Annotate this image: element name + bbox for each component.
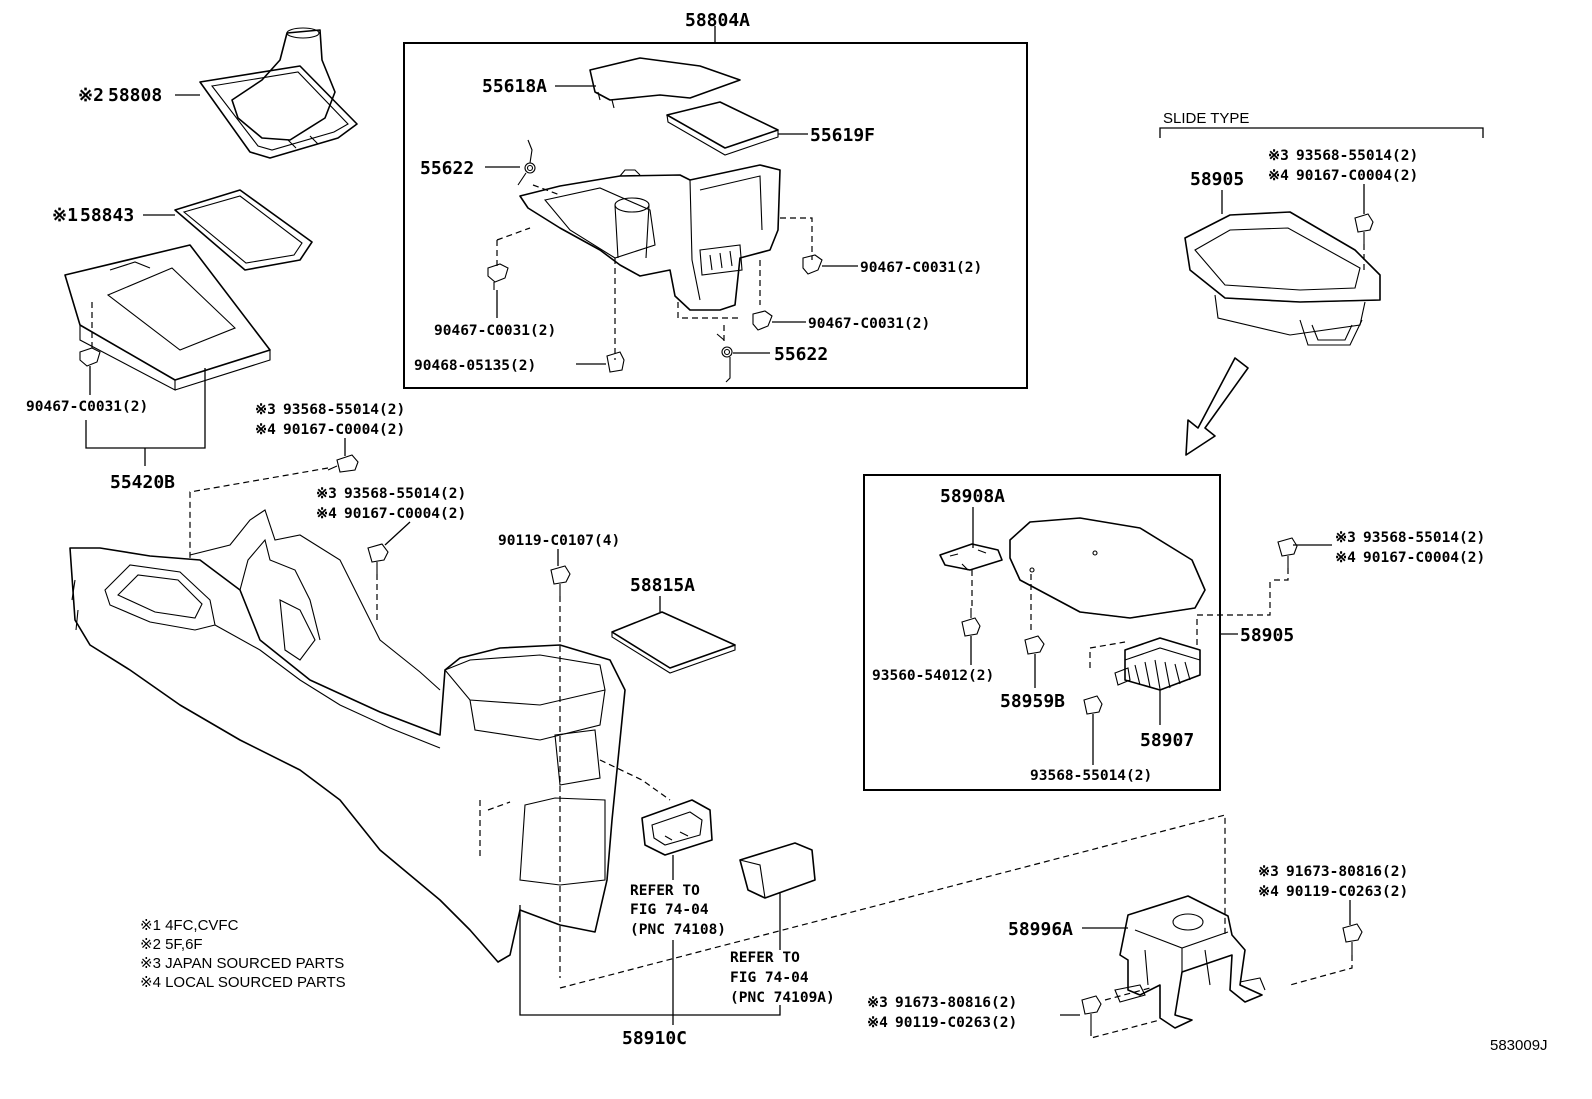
label-refer2-c: (PNC 74109A) bbox=[730, 990, 835, 1006]
label-b1-a: 91673-80816(2) bbox=[1286, 864, 1408, 880]
mark-s2-b: ※4 bbox=[316, 506, 337, 522]
label-58843: 58843 bbox=[80, 205, 134, 226]
label-58910C: 58910C bbox=[622, 1028, 687, 1049]
label-58815A: 58815A bbox=[630, 575, 695, 596]
screw-93568-bot bbox=[1083, 695, 1103, 715]
label-refer2-b: FIG 74-04 bbox=[730, 970, 809, 986]
bolt-b1 bbox=[1342, 923, 1363, 955]
label-clip-box-right2: 90467-C0031(2) bbox=[808, 316, 930, 332]
part-armrest-lid bbox=[1009, 517, 1206, 619]
label-58843-mark: ※1 bbox=[52, 205, 78, 226]
label-58908A: 58908A bbox=[940, 486, 1005, 507]
mark-s1-b: ※4 bbox=[255, 422, 276, 438]
clip-58959B bbox=[1024, 635, 1045, 655]
label-55618A: 55618A bbox=[482, 76, 547, 97]
label-93568-bot: 93568-55014(2) bbox=[1030, 768, 1152, 784]
label-93560: 93560-54012(2) bbox=[872, 668, 994, 684]
label-refer1-a: REFER TO bbox=[630, 883, 700, 899]
mark-b1-b: ※4 bbox=[1258, 884, 1279, 900]
label-bolt-box: 90468-05135(2) bbox=[414, 358, 536, 374]
bolt-mid bbox=[550, 565, 571, 596]
label-s1-a: 93568-55014(2) bbox=[283, 402, 405, 418]
label-clip-box-right: 90467-C0031(2) bbox=[860, 260, 982, 276]
mark-b2-b: ※4 bbox=[867, 1015, 888, 1031]
part-55420B bbox=[64, 244, 271, 391]
note-1: ※1 4FC,CVFC bbox=[140, 917, 239, 934]
mark-b2-a: ※3 bbox=[867, 995, 888, 1011]
mark-rs-a: ※3 bbox=[1335, 530, 1356, 546]
label-refer1-b: FIG 74-04 bbox=[630, 902, 709, 918]
label-slide-type: SLIDE TYPE bbox=[1163, 110, 1249, 127]
part-58996A bbox=[1114, 895, 1266, 1029]
label-s2-a: 93568-55014(2) bbox=[344, 486, 466, 502]
label-58808: 58808 bbox=[108, 85, 162, 106]
part-console-body bbox=[69, 509, 626, 963]
note-4: ※4 LOCAL SOURCED PARTS bbox=[140, 974, 346, 991]
label-rs-a: 93568-55014(2) bbox=[1363, 530, 1485, 546]
mark-s2-a: ※3 bbox=[316, 486, 337, 502]
clip-box-right bbox=[802, 254, 823, 275]
screw-s1 bbox=[327, 454, 359, 473]
clip-box-right2 bbox=[752, 310, 773, 331]
mark-b1-a: ※3 bbox=[1258, 864, 1279, 880]
part-58808 bbox=[199, 27, 358, 159]
clip-box-left bbox=[487, 263, 509, 290]
label-st-a: 93568-55014(2) bbox=[1296, 148, 1418, 164]
screw-rs bbox=[1277, 537, 1298, 568]
label-58905-right: 58905 bbox=[1240, 625, 1294, 646]
part-55618A bbox=[589, 57, 741, 109]
part-refer-74109A bbox=[739, 842, 816, 899]
label-58907: 58907 bbox=[1140, 730, 1194, 751]
bolt-b2 bbox=[1081, 995, 1102, 1030]
box-armrest-parts bbox=[863, 474, 1221, 791]
part-58908A bbox=[939, 543, 1003, 571]
label-58996A: 58996A bbox=[1008, 919, 1073, 940]
part-armrest-slide bbox=[1184, 211, 1381, 346]
label-b2-a: 91673-80816(2) bbox=[895, 995, 1017, 1011]
bolt-box bbox=[606, 351, 625, 373]
label-58959B: 58959B bbox=[1000, 691, 1065, 712]
label-bolt-mid: 90119-C0107(4) bbox=[498, 533, 620, 549]
label-58808-mark: ※2 bbox=[78, 85, 104, 106]
clip-left bbox=[79, 347, 101, 367]
mark-st-b: ※4 bbox=[1268, 168, 1289, 184]
figure-code: 583009J bbox=[1490, 1037, 1548, 1054]
label-b2-b: 90119-C0263(2) bbox=[895, 1015, 1017, 1031]
screw-s2 bbox=[367, 543, 389, 574]
label-58804A: 58804A bbox=[685, 10, 750, 31]
label-55622-top: 55622 bbox=[420, 158, 474, 179]
part-55622-top bbox=[517, 139, 536, 186]
mark-st-a: ※3 bbox=[1268, 148, 1289, 164]
part-58907 bbox=[1114, 637, 1201, 691]
label-58905-top: 58905 bbox=[1190, 169, 1244, 190]
screw-slide bbox=[1354, 213, 1374, 244]
mark-s1-a: ※3 bbox=[255, 402, 276, 418]
label-clip-box-left: 90467-C0031(2) bbox=[434, 323, 556, 339]
arrow-down-left-icon bbox=[1185, 357, 1249, 456]
part-refer-74108 bbox=[641, 799, 713, 856]
label-rs-b: 90167-C0004(2) bbox=[1363, 550, 1485, 566]
label-55420B: 55420B bbox=[110, 472, 175, 493]
label-refer2-a: REFER TO bbox=[730, 950, 800, 966]
part-55622-bottom bbox=[716, 333, 733, 383]
label-b1-b: 90119-C0263(2) bbox=[1286, 884, 1408, 900]
mark-rs-b: ※4 bbox=[1335, 550, 1356, 566]
label-s1-b: 90167-C0004(2) bbox=[283, 422, 405, 438]
note-3: ※3 JAPAN SOURCED PARTS bbox=[140, 955, 344, 972]
label-st-b: 90167-C0004(2) bbox=[1296, 168, 1418, 184]
part-console-upper-body bbox=[519, 164, 781, 311]
note-2: ※2 5F,6F bbox=[140, 936, 203, 953]
label-refer1-c: (PNC 74108) bbox=[630, 922, 726, 938]
label-s2-b: 90167-C0004(2) bbox=[344, 506, 466, 522]
label-55622-bottom: 55622 bbox=[774, 344, 828, 365]
part-58815A bbox=[611, 611, 736, 674]
label-clip-left: 90467-C0031(2) bbox=[26, 399, 148, 415]
label-55619F: 55619F bbox=[810, 125, 875, 146]
part-55619F bbox=[666, 101, 779, 156]
part-58843 bbox=[174, 189, 313, 271]
screw-93560 bbox=[961, 608, 981, 637]
